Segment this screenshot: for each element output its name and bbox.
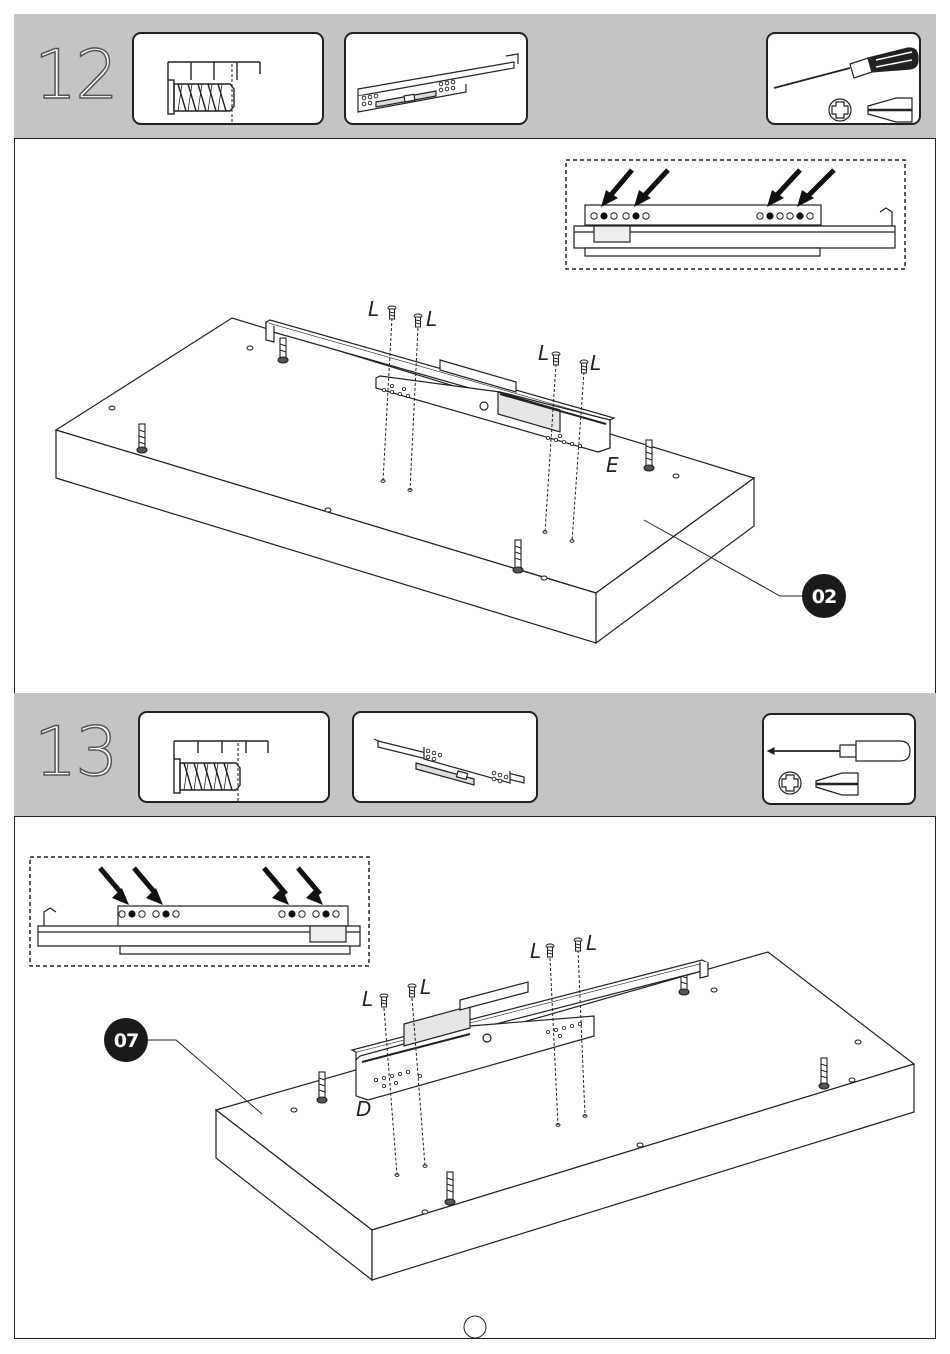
- panel-badge-label: 07: [114, 1030, 138, 1052]
- screw-label: L: [530, 939, 541, 963]
- screw-label: L: [420, 975, 431, 999]
- part-label: D: [356, 1097, 371, 1121]
- page-number-circle: [464, 1316, 486, 1338]
- screw-label: L: [586, 931, 597, 955]
- screw-label: L: [362, 987, 373, 1011]
- step-13-detail-inset: [30, 857, 369, 966]
- arrow-icon: [100, 868, 320, 894]
